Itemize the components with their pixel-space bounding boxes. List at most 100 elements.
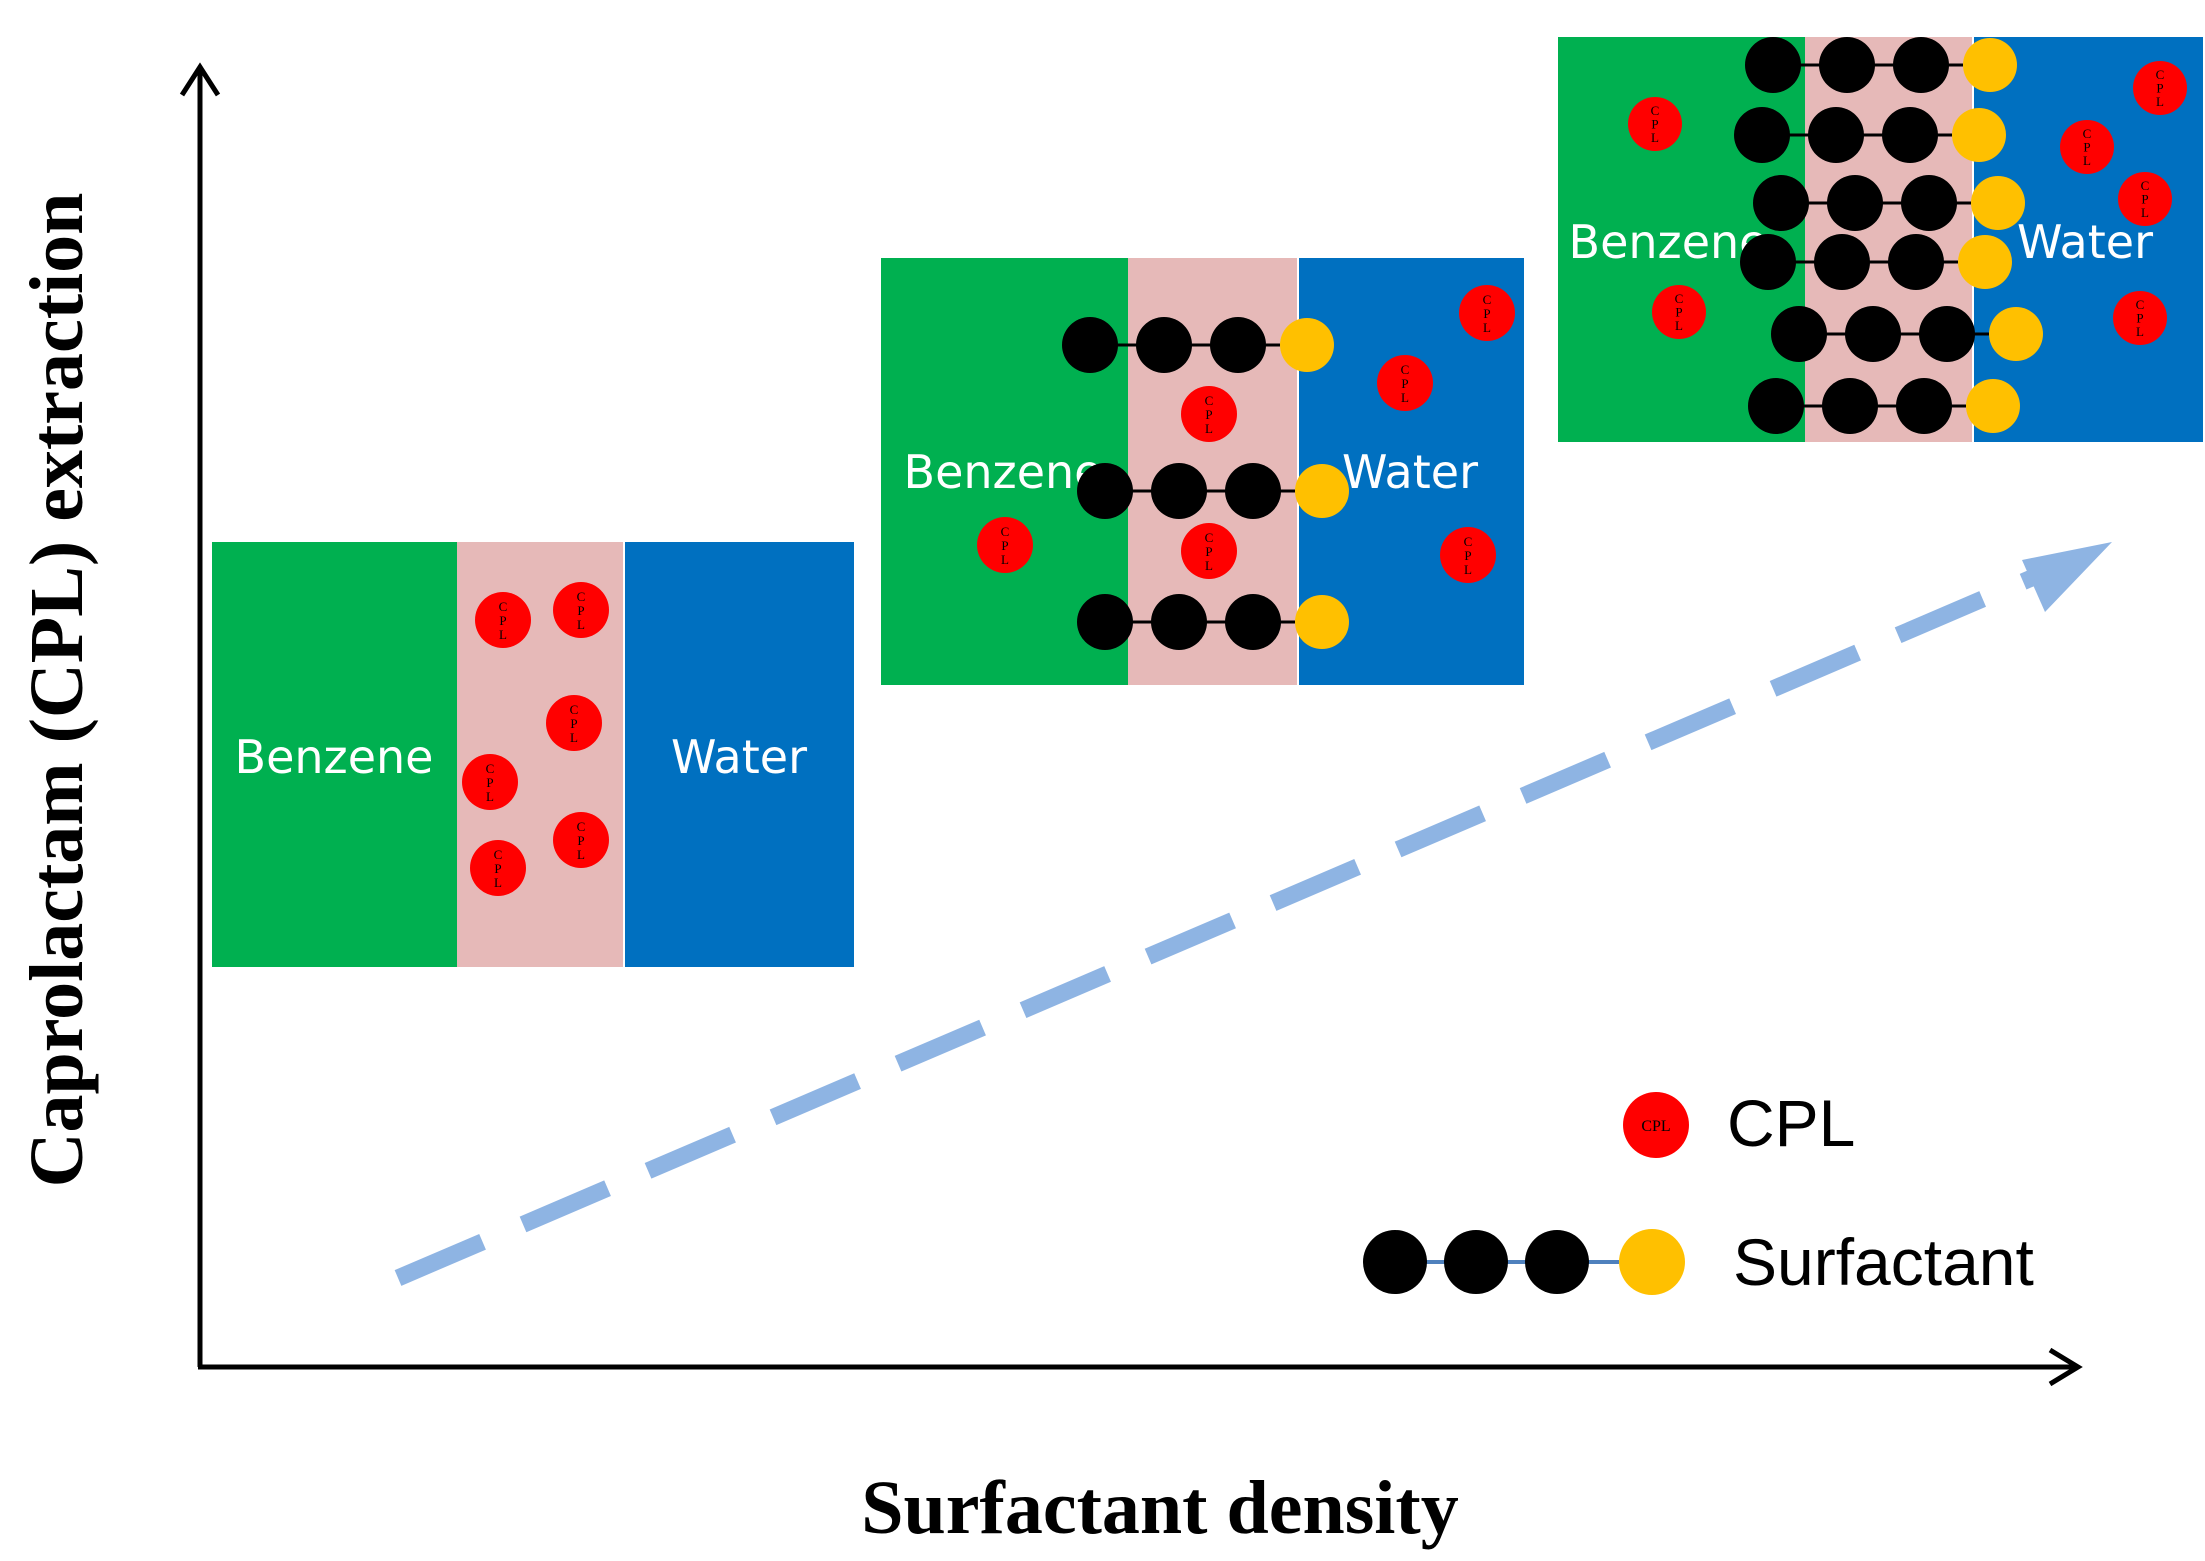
surfactant-tail-bead — [1444, 1230, 1508, 1294]
cpl-circle — [553, 582, 609, 638]
cpl-letter: C — [2136, 297, 2145, 312]
cpl-letter: C — [1205, 530, 1214, 545]
cpl-letter: C — [1205, 393, 1214, 408]
y-axis-title: Caprolactam (CPL) extraction — [15, 193, 99, 1188]
cpl-molecule: CPL — [2133, 61, 2187, 115]
water-phase — [624, 542, 854, 967]
surfactant-molecule — [1745, 37, 2017, 93]
surfactant-tail-bead — [1753, 175, 1809, 231]
cpl-letter: C — [1401, 362, 1410, 377]
surfactant-tail-bead — [1888, 234, 1944, 290]
surfactant-head-bead — [1966, 379, 2020, 433]
cpl-letter: C — [2156, 67, 2165, 82]
cpl-letter: L — [577, 847, 585, 862]
cpl-circle — [553, 812, 609, 868]
cpl-letter: L — [1401, 390, 1409, 405]
cpl-letter: L — [1205, 558, 1213, 573]
benzene-label: Benzene — [1569, 215, 1768, 269]
cpl-letter: L — [2156, 94, 2164, 109]
cpl-circle — [1377, 355, 1433, 411]
cpl-molecule: CPL — [1181, 523, 1237, 579]
cpl-letter: L — [1205, 421, 1213, 436]
surfactant-head-bead — [1295, 464, 1349, 518]
legend: CPL CPL Surfactant — [1363, 1086, 2034, 1299]
cpl-circle — [1440, 527, 1496, 583]
panel-medium-density: Benzene Water CPL CPL CPL CPL CPL CPL — [881, 258, 1524, 685]
cpl-letter: C — [1651, 103, 1660, 118]
surfactant-tail-bead — [1771, 306, 1827, 362]
legend-cpl-icon-text: CPL — [1641, 1118, 1670, 1135]
cpl-letter: L — [570, 730, 578, 745]
cpl-letter: P — [2083, 140, 2090, 155]
surfactant-molecule — [1771, 306, 2043, 362]
water-label: Water — [1342, 445, 1478, 499]
cpl-molecule: CPL — [1377, 355, 1433, 411]
cpl-molecule: CPL — [475, 592, 531, 648]
cpl-letter: P — [570, 716, 577, 731]
cpl-circle — [1181, 523, 1237, 579]
surfactant-tail-bead — [1077, 594, 1133, 650]
cpl-molecule: CPL — [1459, 285, 1515, 341]
cpl-letter: L — [577, 617, 585, 632]
cpl-letter: P — [577, 603, 584, 618]
cpl-letter: P — [486, 775, 493, 790]
legend-cpl-icon — [1623, 1092, 1689, 1158]
surfactant-molecule — [1740, 234, 2012, 290]
surfactant-tail-bead — [1893, 37, 1949, 93]
surfactant-molecule — [1734, 107, 2006, 163]
surfactant-head-bead — [1280, 318, 1334, 372]
surfactant-head-bead — [1619, 1229, 1685, 1295]
cpl-circle — [546, 695, 602, 751]
surfactant-tail-bead — [1845, 306, 1901, 362]
surfactant-tail-bead — [1363, 1230, 1427, 1294]
axes — [179, 62, 2083, 1387]
surfactant-tail-bead — [1151, 594, 1207, 650]
cpl-letter: L — [1464, 562, 1472, 577]
cpl-circle — [2113, 291, 2167, 345]
cpl-molecule: CPL — [2113, 291, 2167, 345]
cpl-letter: P — [1001, 538, 1008, 553]
cpl-circle — [977, 517, 1033, 573]
cpl-letter: C — [2141, 178, 2150, 193]
surfactant-head-bead — [1958, 235, 2012, 289]
cpl-molecule: CPL — [1652, 285, 1706, 339]
cpl-letter: P — [2156, 81, 2163, 96]
surfactant-tail-bead — [1919, 306, 1975, 362]
surfactant-tail-bead — [1062, 317, 1118, 373]
water-label: Water — [2017, 215, 2153, 269]
legend-cpl-item: CPL CPL — [1623, 1086, 1855, 1160]
benzene-phase — [212, 542, 457, 967]
cpl-letter: L — [499, 627, 507, 642]
cpl-letter: C — [2083, 126, 2092, 141]
cpl-letter: L — [1001, 552, 1009, 567]
legend-cpl-label: CPL — [1727, 1086, 1855, 1160]
cpl-molecule: CPL — [977, 517, 1033, 573]
surfactant-head-bead — [1952, 108, 2006, 162]
surfactant-molecules — [1062, 317, 1349, 650]
surfactant-tail-bead — [1225, 463, 1281, 519]
cpl-letter: C — [577, 589, 586, 604]
cpl-letter: P — [1651, 117, 1658, 132]
cpl-molecule: CPL — [553, 582, 609, 638]
cpl-letter: L — [494, 875, 502, 890]
cpl-letter: C — [1675, 291, 1684, 306]
surfactant-molecules — [1734, 37, 2043, 434]
benzene-label: Benzene — [904, 445, 1103, 499]
cpl-circle — [470, 840, 526, 896]
cpl-molecule: CPL — [2118, 172, 2172, 226]
cpl-letter: L — [1675, 318, 1683, 333]
cpl-molecule: CPL — [462, 754, 518, 810]
cpl-circle — [1181, 386, 1237, 442]
cpl-letter: P — [1401, 376, 1408, 391]
surfactant-tail-bead — [1896, 378, 1952, 434]
surfactant-head-bead — [1295, 595, 1349, 649]
surfactant-tail-bead — [1748, 378, 1804, 434]
cpl-letter: C — [1483, 292, 1492, 307]
surfactant-tail-bead — [1734, 107, 1790, 163]
surfactant-tail-bead — [1882, 107, 1938, 163]
surfactant-head-bead — [1963, 38, 2017, 92]
surfactant-molecule — [1753, 175, 2025, 231]
cpl-letter: C — [499, 599, 508, 614]
surfactant-molecule — [1062, 317, 1334, 373]
